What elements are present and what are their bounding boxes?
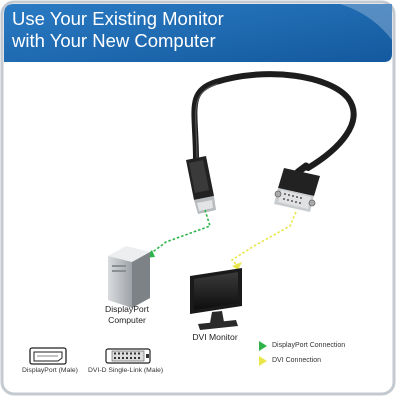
dvi-connector xyxy=(274,168,320,212)
displayport-connector xyxy=(186,156,216,214)
displayport-face-icon xyxy=(29,347,67,365)
legend-displayport-label: DisplayPort Connection xyxy=(272,342,346,349)
displayport-connection-line xyxy=(149,209,211,255)
computer-label: DisplayPort Computer xyxy=(92,304,162,326)
displayport-connector-label: DisplayPort (Male) xyxy=(22,367,78,374)
monitor-label: DVI Monitor xyxy=(192,332,238,342)
computer-label-line-1: DisplayPort xyxy=(105,304,149,314)
dvi-connector-label: DVI-D Single-Link (Male) xyxy=(88,367,164,374)
title-line-1: Use Your Existing Monitor xyxy=(12,8,224,29)
banner-curl xyxy=(340,4,392,40)
title-banner xyxy=(4,4,392,62)
cable xyxy=(191,71,357,176)
monitor xyxy=(190,268,242,330)
computer-tower xyxy=(108,246,150,308)
dvi-connection-line xyxy=(230,211,297,265)
title-line-2: with Your New Computer xyxy=(12,30,216,51)
computer-label-line-2: Computer xyxy=(108,315,146,325)
page-title: Use Your Existing Monitor with Your New … xyxy=(12,8,312,52)
dvi-arrowhead xyxy=(232,262,242,270)
legend-dvi-label: DVI Connection xyxy=(272,357,322,364)
legend-dvi-marker xyxy=(259,356,267,366)
legend-displayport-marker xyxy=(259,341,267,351)
dvi-face-icon xyxy=(105,348,151,364)
